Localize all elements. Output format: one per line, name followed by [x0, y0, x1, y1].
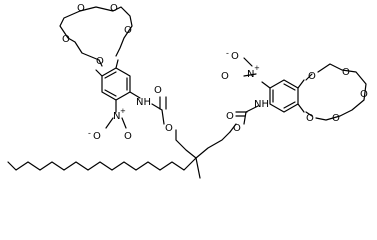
right-nitro-oxygen: O [221, 71, 229, 82]
left-nitro-plus: + [120, 107, 126, 115]
left-nitro-group [105, 117, 127, 129]
right-nitro-oxygen-minus: O [231, 51, 239, 62]
right-crown-oxygen-4: O [332, 113, 340, 124]
right-crown-oxygen-1: O [308, 71, 316, 82]
right-nitro-plus: + [254, 64, 260, 72]
right-nitro-nitrogen: N [247, 69, 254, 80]
left-crown-oxygen-2: O [62, 34, 70, 45]
left-crown-oxygen-5: O [124, 25, 132, 36]
left-amide-nh: NH [136, 97, 151, 108]
right-ester-oxygen: O [233, 123, 241, 134]
central-carbon-chain [7, 131, 231, 179]
left-nitro-oxygen: O [124, 131, 132, 142]
left-carbonyl-oxygen: O [154, 85, 162, 96]
left-crown-ether [59, 6, 133, 67]
left-ester-oxygen: O [165, 123, 173, 134]
right-carbamate [229, 105, 259, 133]
left-carbamate [151, 96, 197, 159]
right-nitro-group [243, 57, 257, 77]
left-nitro-oxygen-minus: O [93, 131, 101, 142]
right-amide-nh: NH [254, 99, 269, 110]
right-nitro-minus: - [226, 49, 229, 58]
right-aromatic-ring [261, 79, 305, 113]
left-crown-oxygen-3: O [77, 3, 85, 14]
right-crown-oxygen-5: O [306, 113, 314, 124]
right-carbonyl-oxygen: O [226, 111, 234, 122]
left-nitro-nitrogen: N [113, 111, 120, 122]
left-aromatic-ring [95, 59, 141, 113]
left-nitro-minus: - [88, 129, 91, 138]
left-crown-oxygen-4: O [110, 3, 118, 14]
chemical-structure-diagram: O O O O O NH O O N + O - O O O NH O - N … [7, 3, 368, 179]
right-crown-oxygen-2: O [342, 67, 350, 78]
right-crown-ether [305, 63, 367, 121]
left-crown-oxygen-1: O [96, 56, 104, 67]
right-crown-oxygen-3: O [360, 89, 368, 100]
structure-canvas: O O O O O NH O O N + O - O O O NH O - N … [7, 3, 368, 179]
